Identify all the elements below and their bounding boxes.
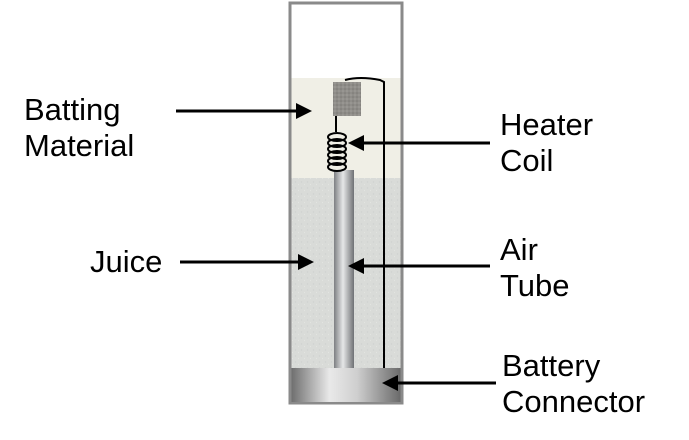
label-heater-coil-line1: Heater [500,107,594,142]
label-air-tube: Air Tube [500,232,570,304]
heater-coil [327,132,347,172]
label-batting-material-line1: Batting [24,92,121,127]
label-air-tube-line1: Air [500,232,538,267]
arrows [176,103,496,391]
label-heater-coil-line2: Coil [500,143,554,178]
label-batting-material: Batting Material [24,92,134,164]
label-battery-connector-line1: Battery [502,348,601,383]
arrow-juice [180,254,314,270]
label-battery-connector-line2: Connector [502,384,646,419]
arrow-heater-coil [348,135,490,151]
coil-lead-wire [335,77,385,368]
battery-connector-ring [291,368,401,402]
arrow-battery-connector [382,375,496,391]
label-air-tube-line2: Tube [500,268,570,303]
air-tube [334,170,354,368]
label-juice-text: Juice [90,244,163,279]
arrow-air-tube [348,258,490,274]
arrow-batting-material [176,103,312,119]
batting-material-pad [333,82,361,116]
label-batting-material-line2: Material [24,128,135,163]
label-juice: Juice [90,244,162,280]
label-battery-connector: Battery Connector [502,348,645,420]
device-body [288,1,404,405]
label-heater-coil: Heater Coil [500,107,593,179]
